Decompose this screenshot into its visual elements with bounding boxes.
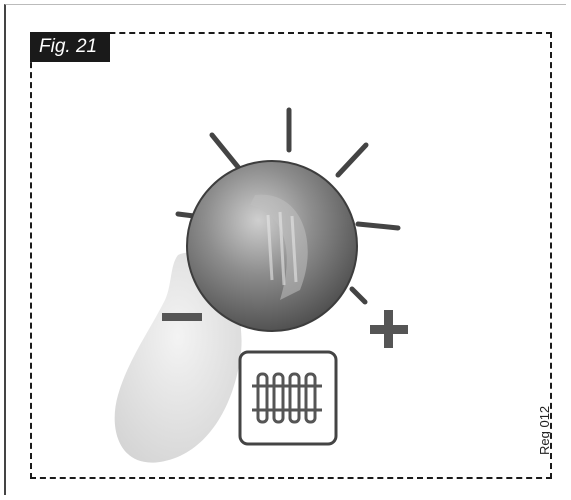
- plus-icon: [370, 310, 408, 348]
- minus-icon: [162, 313, 202, 321]
- knob-icon: [187, 161, 357, 331]
- radiator-icon: [240, 352, 336, 444]
- reference-code: Reg 012: [537, 406, 552, 455]
